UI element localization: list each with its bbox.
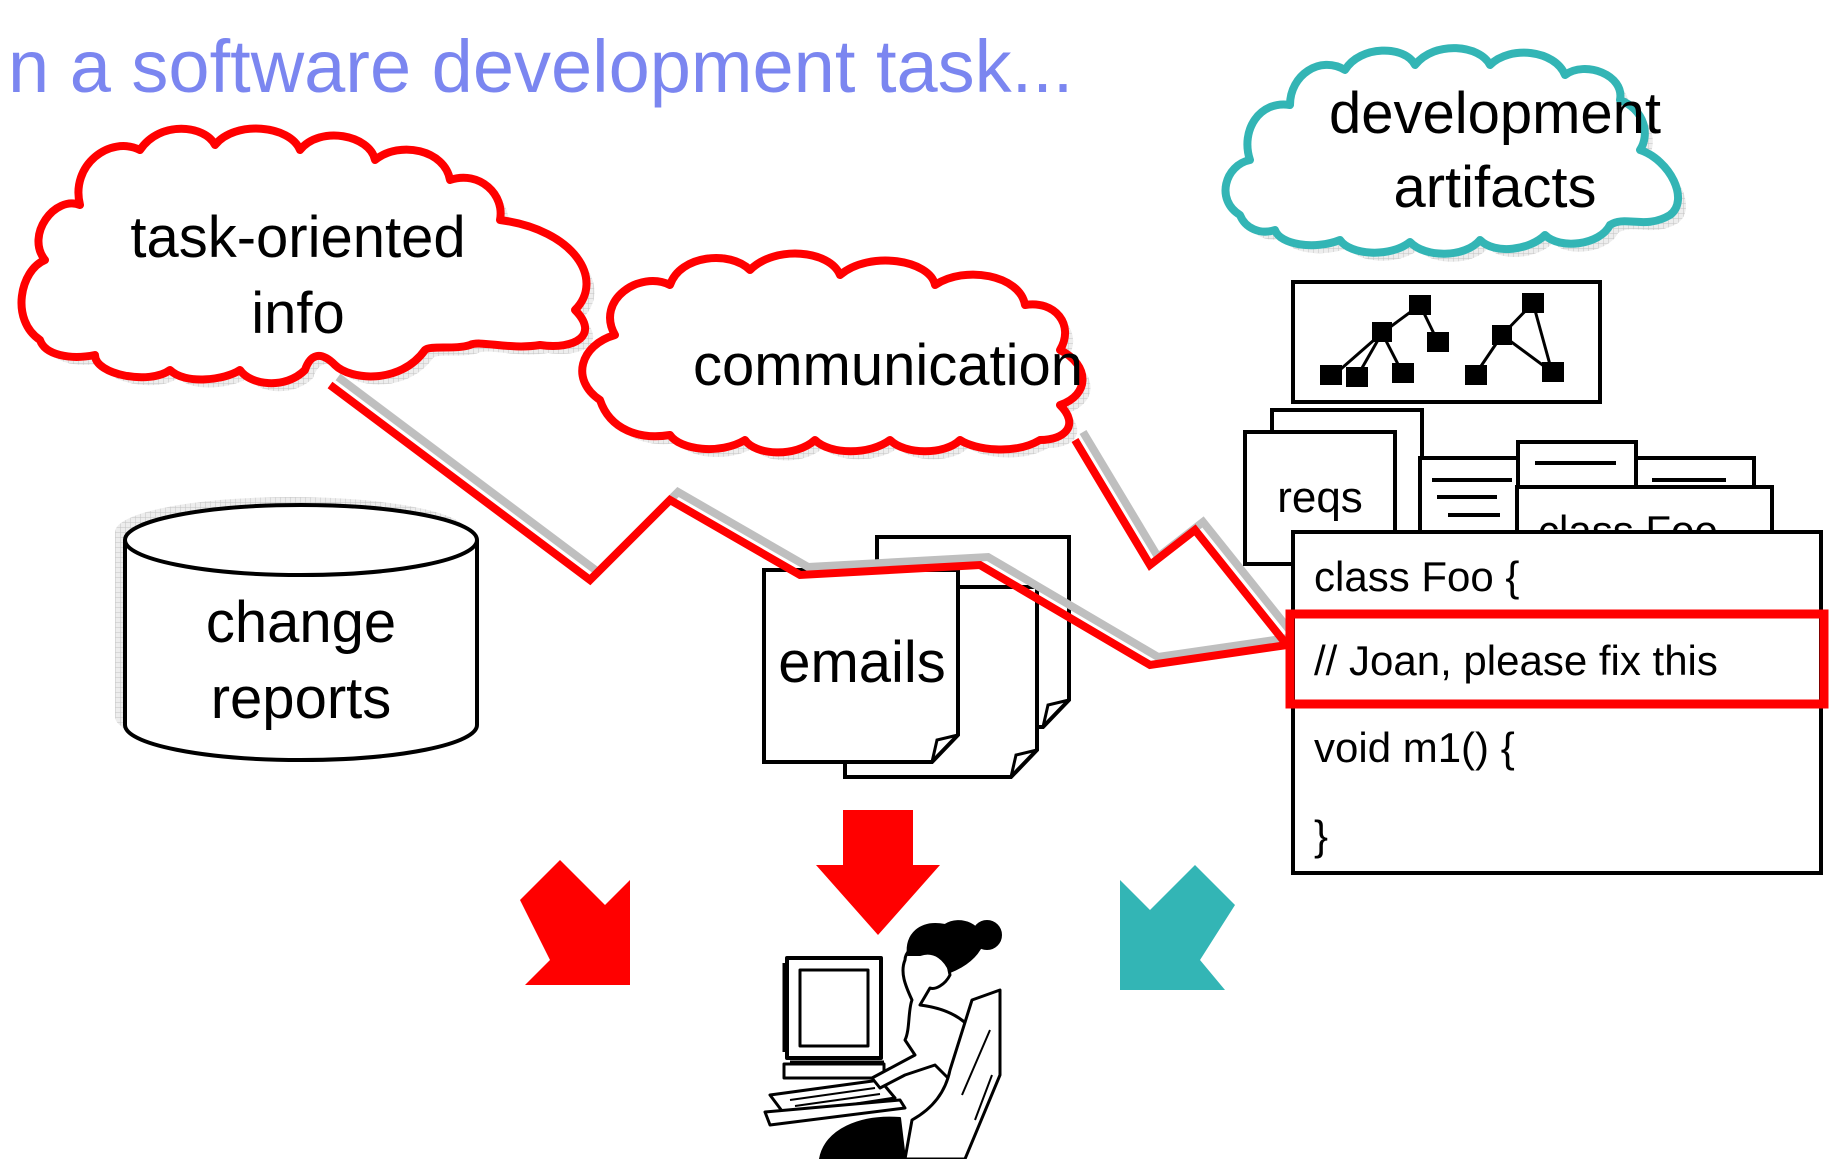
task-info-cloud: task-oriented info bbox=[17, 124, 595, 392]
task-info-label-1: task-oriented bbox=[130, 205, 465, 270]
connector-lines bbox=[327, 373, 1299, 670]
dev-artifacts-label-2: artifacts bbox=[1393, 155, 1596, 220]
design-diagram-box bbox=[1291, 280, 1602, 404]
highlighted-code-line bbox=[1285, 609, 1829, 709]
slide-title: n a software development task... bbox=[8, 25, 1074, 108]
change-reports-database: change reports bbox=[115, 497, 479, 762]
task-info-connector bbox=[327, 381, 1288, 670]
arrows bbox=[520, 810, 1235, 990]
code-line-2: // Joan, please fix this bbox=[1314, 637, 1718, 684]
developer-at-computer-icon bbox=[763, 920, 1002, 1159]
change-reports-label-2: reports bbox=[211, 666, 392, 731]
red-down-arrow bbox=[816, 810, 940, 935]
emails-label: emails bbox=[778, 630, 946, 695]
code-line-1: class Foo { bbox=[1314, 553, 1519, 600]
change-reports-label-1: change bbox=[206, 590, 396, 655]
communication-connector bbox=[1071, 437, 1291, 648]
task-info-label-2: info bbox=[251, 281, 345, 346]
dev-artifacts-label-1: development bbox=[1329, 81, 1661, 146]
code-file: class Foo { // Joan, please fix this voi… bbox=[1285, 530, 1829, 875]
teal-diagonal-arrow bbox=[1120, 865, 1235, 990]
reqs-label: reqs bbox=[1277, 473, 1363, 522]
communication-cloud: communication bbox=[578, 249, 1091, 461]
code-line-3: void m1() { bbox=[1314, 724, 1515, 771]
red-diagonal-arrow bbox=[520, 860, 630, 985]
communication-label: communication bbox=[693, 333, 1083, 398]
code-line-4: } bbox=[1314, 812, 1328, 859]
dev-artifacts-cloud: development artifacts bbox=[1221, 44, 1687, 262]
